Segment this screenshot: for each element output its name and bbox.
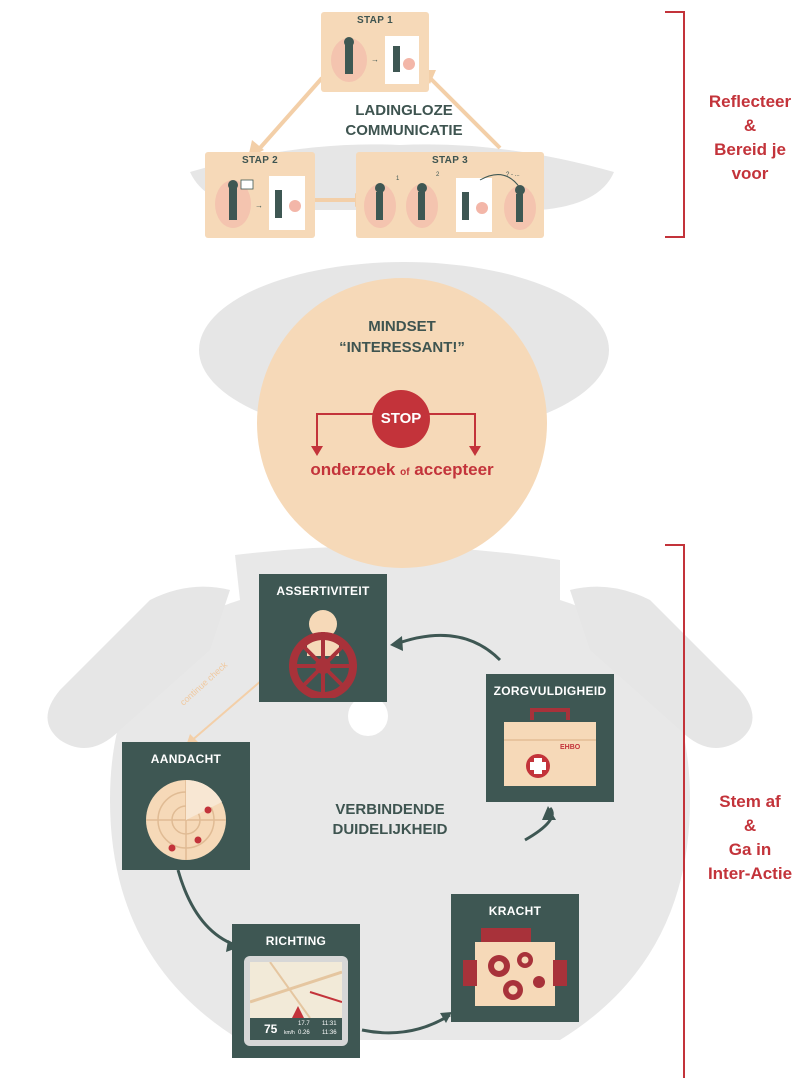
aandacht-title: AANDACHT [150,752,222,766]
side-top-line-1: Reflecteer [708,92,792,111]
ladingloze-communicatie-title: LADINGLOZE COMMUNICATIE [300,101,508,141]
stap-1-title: STAP 1 [357,15,393,26]
helmsman-icon [289,610,357,698]
mindset-circle: MINDSET “INTERESSANT!” STOP onderzoek of… [257,278,547,568]
bracket-bottom [665,544,685,1078]
gps-device: 75 km/h 17.7 0.26 11:31 11:36 [244,956,348,1046]
duidelijkheid-line: DUIDELIJKHEID [332,821,448,838]
svg-text:→: → [371,55,379,64]
arrow-zorgvuldigheid-to-assertiviteit [392,633,502,662]
accepteer-word: accepteer [414,460,494,479]
tile-richting: RICHTING 75 km/h 17.7 0.26 11:31 11:36 [232,924,360,1058]
stap-3-mark-2: 2 [436,172,440,178]
gps-dist-bot: 0.26 [298,1030,310,1036]
side-bottom-line-3: Ga in [728,840,772,859]
tile-kracht: KRACHT [451,894,579,1022]
arrow-stap1-to-stap2 [258,76,324,150]
ladingloze-line: LADINGLOZE [355,102,453,119]
radar-icon [146,779,226,860]
stap-1-panel: STAP 1 → [321,12,429,92]
stap-3-illustration [364,174,536,232]
arrow-aandacht-to-richting [176,869,236,947]
side-top-line-3: Bereid je [714,140,786,159]
arrow-assertiviteit-to-aandacht [189,679,263,743]
verbindende-line: VERBINDENDE [335,801,445,818]
side-bottom-line-2: & [743,816,757,835]
tile-aandacht: AANDACHT [122,742,250,870]
gps-dist-top: 17.7 [298,1021,310,1027]
stop-label: STOP [380,410,422,427]
gps-status-bar: 75 km/h 17.7 0.26 11:31 11:36 [250,1018,342,1040]
right-arm-shape [570,586,753,748]
stap-2-panel: STAP 2 → [205,152,315,238]
onderzoek-word: onderzoek [310,460,396,479]
arrow-kracht-to-zorgvuldigheid [524,807,554,842]
stap-3-title: STAP 3 [432,155,468,166]
gps-map [250,962,342,1018]
stap-3-mark-1: 1 [396,176,400,182]
svg-text:→: → [255,201,263,210]
stop-arrows [311,413,481,456]
gps-speed: 75 [264,1022,278,1036]
stap-3-panel: STAP 3 1 2 ? - ... [356,152,544,238]
gps-time-bot: 11:36 [322,1030,337,1036]
left-arm-shape [47,586,230,748]
stap-2-illustration: → [215,176,305,230]
stap-2-title: STAP 2 [242,155,278,166]
side-top-line-4: voor [731,164,769,183]
side-label-bottom: Stem af & Ga in Inter-Actie [690,790,809,886]
of-word: of [400,467,410,478]
interessant-line: “INTERESSANT!” [339,339,465,356]
side-bottom-line-1: Stem af [719,792,781,811]
assertiviteit-title: ASSERTIVITEIT [276,584,370,598]
side-label-top: Reflecteer & Bereid je voor [690,90,809,186]
onderzoek-of-accepteer: onderzoek of accepteer [257,460,547,480]
richting-title: RICHTING [265,934,327,948]
communicatie-line: COMMUNICATIE [345,122,463,139]
side-bottom-line-4: Inter-Actie [707,864,793,883]
ehbo-label: EHBO [560,744,581,751]
gps-time-top: 11:31 [322,1021,337,1027]
side-top-line-2: & [743,116,757,135]
gps-screen: 75 km/h 17.7 0.26 11:31 11:36 [250,962,342,1040]
first-aid-kit-icon [504,708,596,786]
mindset-line: MINDSET [368,318,436,335]
verbindende-duidelijkheid-title: VERBINDENDE DUIDELIJKHEID [290,800,490,840]
belly-button [348,696,388,736]
arrow-stap3-to-stap1 [428,76,502,150]
stap-1-illustration: → [331,36,419,84]
zorgvuldigheid-title: ZORGVULDIGHEID [493,684,607,698]
bracket-top [665,11,685,238]
tile-zorgvuldigheid: ZORGVULDIGHEID EHBO [486,674,614,802]
tile-assertiviteit: ASSERTIVITEIT [259,574,387,702]
stap-3-mark-3: ? - ... [506,172,520,178]
gps-speed-unit: km/h [284,1030,295,1036]
mindset-title: MINDSET “INTERESSANT!” [257,316,547,358]
engine-icon [463,928,567,1006]
kracht-title: KRACHT [488,904,542,918]
arrow-richting-to-kracht [361,1013,451,1035]
stop-sign: STOP [372,390,430,448]
